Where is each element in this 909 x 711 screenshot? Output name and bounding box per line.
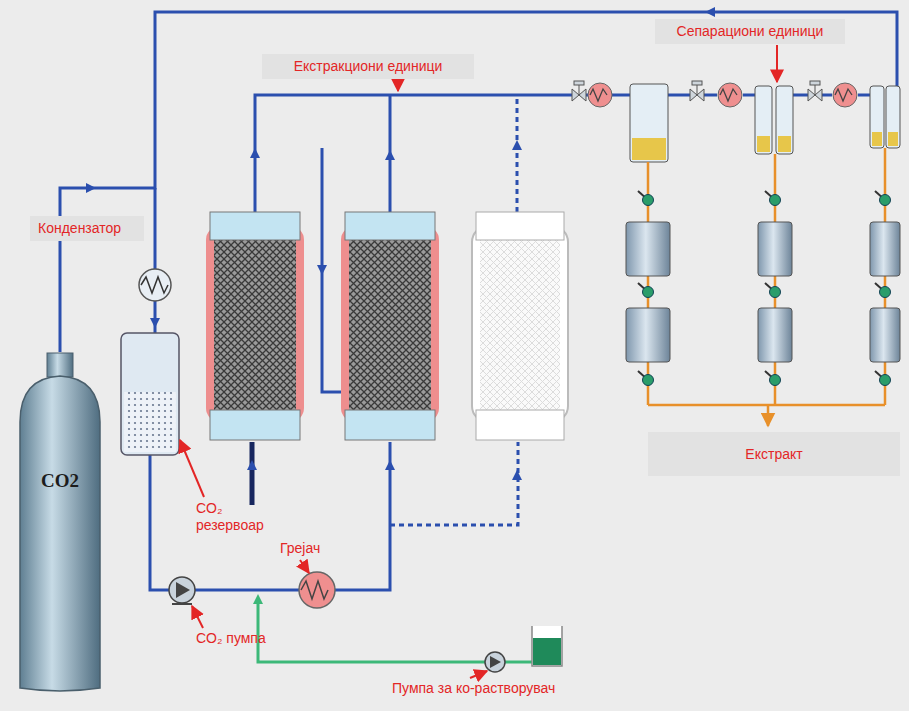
co2-pipes xyxy=(60,12,897,590)
co-solvent-line xyxy=(253,594,562,672)
part-label: Кондензатор xyxy=(30,216,144,241)
extraction-column xyxy=(341,212,439,440)
co2-reservoir xyxy=(121,333,179,455)
cylinder-label: CO2 xyxy=(18,352,102,492)
extraction-column-idle xyxy=(472,212,568,440)
part-label: Грејач xyxy=(280,540,320,557)
output-label: Екстракт xyxy=(648,432,900,476)
heat-exchangers xyxy=(139,83,857,608)
section-label: Сепарациони единици xyxy=(655,19,845,44)
flow-arrows xyxy=(86,7,715,480)
co2-pump xyxy=(169,577,195,604)
part-label: Пумпа за ко-растворувач xyxy=(392,680,555,697)
extraction-column xyxy=(206,212,304,440)
feed-pipe xyxy=(250,442,255,505)
extract-line xyxy=(648,405,885,426)
gas-cylinder: CO2 xyxy=(18,352,102,692)
callout-arrows xyxy=(180,45,777,678)
section-label: Екстракциони единици xyxy=(262,54,474,79)
collector-stacks xyxy=(626,148,900,405)
separator-vessels xyxy=(630,84,900,162)
part-label: CO₂ пумпа xyxy=(196,630,266,647)
part-label: CO₂ резервоар xyxy=(196,500,276,534)
cylinder-outline xyxy=(18,352,102,692)
